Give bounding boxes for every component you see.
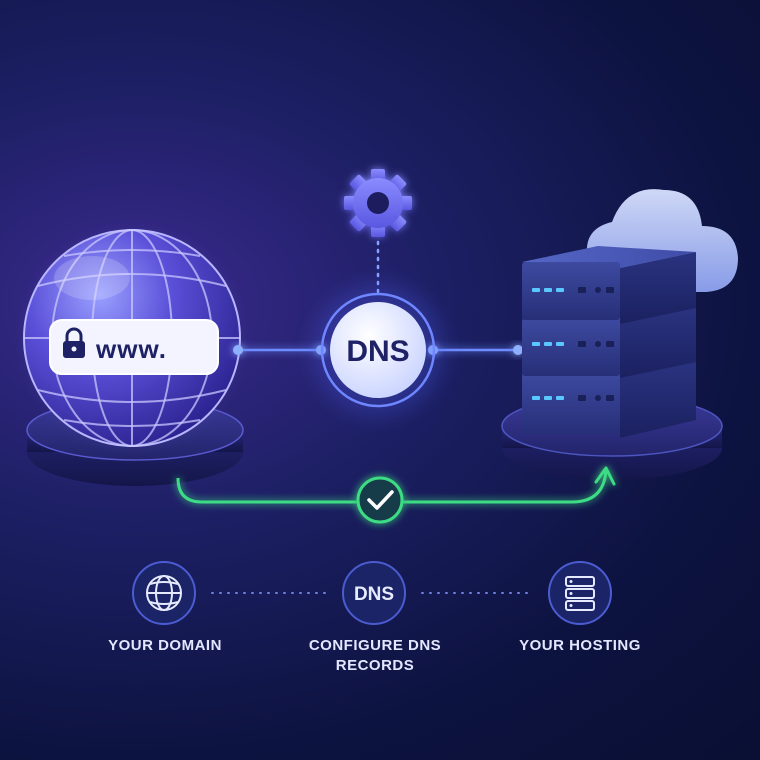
step-dns-label-line2: RECORDS	[335, 657, 415, 674]
checkmark-icon	[356, 476, 404, 524]
step-domain-icon	[132, 561, 196, 625]
globe-icon	[146, 575, 182, 611]
step-hosting-label: YOUR HOSTING	[519, 637, 641, 654]
dns-icon: DNS	[354, 584, 394, 605]
gear-icon	[344, 169, 412, 237]
domain-address-bar: www.	[49, 319, 219, 375]
server-icon	[565, 576, 595, 611]
step-domain-label: YOUR DOMAIN	[108, 637, 222, 654]
dns-node: DNS	[312, 284, 444, 416]
step-dns-label-line1: CONFIGURE DNS	[308, 637, 442, 654]
dns-node-label: DNS	[346, 335, 409, 368]
step-dns-icon: DNS	[342, 561, 406, 625]
server-icon	[522, 246, 696, 438]
domain-address-text: www.	[95, 334, 167, 364]
lock-icon	[63, 327, 85, 358]
step-dns-label: CONFIGURE DNS RECORDS	[275, 636, 475, 676]
step-hosting-icon	[548, 561, 612, 625]
server-unit-1	[522, 246, 696, 324]
